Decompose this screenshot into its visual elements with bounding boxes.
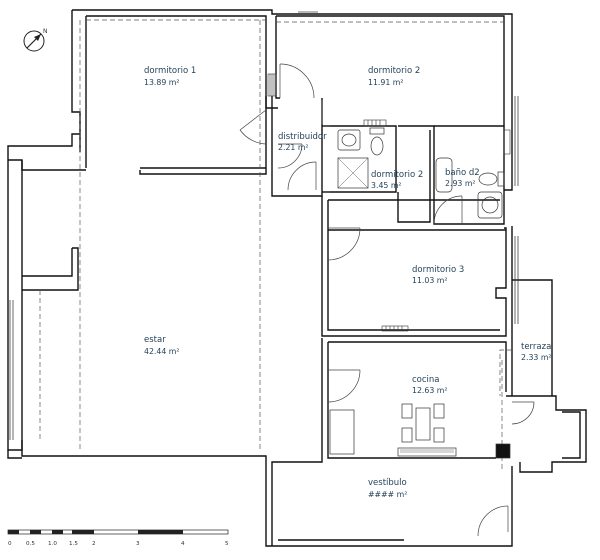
room-labels: dormitorio 1 13.89 m² dormitorio 2 11.91… bbox=[144, 66, 552, 499]
bathtub-icon bbox=[435, 157, 453, 193]
label-dormitorio-2: dormitorio 2 bbox=[368, 66, 420, 76]
area-dormitorio-2: 11.91 m² bbox=[368, 78, 404, 87]
walls bbox=[7, 9, 587, 547]
north-label: N bbox=[43, 28, 48, 35]
area-dormitorio-1: 13.89 m² bbox=[144, 78, 180, 87]
scale-tick-6: 4 bbox=[181, 541, 185, 547]
label-cocina: cocina bbox=[412, 375, 440, 385]
toilet-icon-2 bbox=[478, 171, 505, 187]
area-dormitorio-3: 11.03 m² bbox=[412, 276, 448, 285]
doors bbox=[239, 63, 535, 537]
scale-tick-5: 3 bbox=[136, 541, 140, 547]
kitchen-equipment bbox=[329, 403, 511, 459]
area-estar: 42.44 m² bbox=[144, 347, 180, 356]
area-cocina: 12.63 m² bbox=[412, 386, 448, 395]
radiators bbox=[267, 73, 511, 332]
area-bathroom-2: 3.45 m² bbox=[371, 181, 402, 190]
label-distribuidor: distribuidor bbox=[278, 132, 327, 142]
area-vestibulo: #### m² bbox=[368, 490, 407, 499]
label-vestibulo: vestíbulo bbox=[368, 478, 407, 488]
washbasin-icon bbox=[337, 129, 361, 151]
area-terraza: 2.33 m² bbox=[521, 353, 552, 362]
label-dormitorio-1: dormitorio 1 bbox=[144, 66, 196, 76]
scale-tick-4: 2 bbox=[92, 541, 96, 547]
scale-tick-0: 0 bbox=[8, 541, 12, 547]
toilet-icon bbox=[369, 127, 385, 156]
scale-bar: 0 0.5 1.0 1.5 2 3 4 5 bbox=[7, 529, 229, 547]
scale-tick-3: 1.5 bbox=[69, 541, 78, 547]
label-dormitorio-3: dormitorio 3 bbox=[412, 265, 464, 275]
north-arrow-icon: N bbox=[23, 28, 48, 52]
scale-tick-7: 5 bbox=[225, 541, 229, 547]
label-estar: estar bbox=[144, 335, 166, 345]
washbasin-icon-2 bbox=[477, 191, 503, 219]
scale-tick-2: 1.0 bbox=[48, 541, 57, 547]
label-terraza: terraza bbox=[521, 342, 551, 352]
sanitary-fixtures bbox=[337, 127, 505, 219]
label-bano-d2: baño d2 bbox=[445, 168, 480, 178]
scale-tick-1: 0.5 bbox=[26, 541, 35, 547]
area-bano-d2: 2.93 m² bbox=[445, 179, 476, 188]
windows bbox=[9, 11, 519, 440]
label-bathroom-2: dormitorio 2 bbox=[371, 170, 423, 180]
area-distribuidor: 2.21 m² bbox=[278, 143, 309, 152]
shower-tray-icon bbox=[337, 157, 369, 189]
